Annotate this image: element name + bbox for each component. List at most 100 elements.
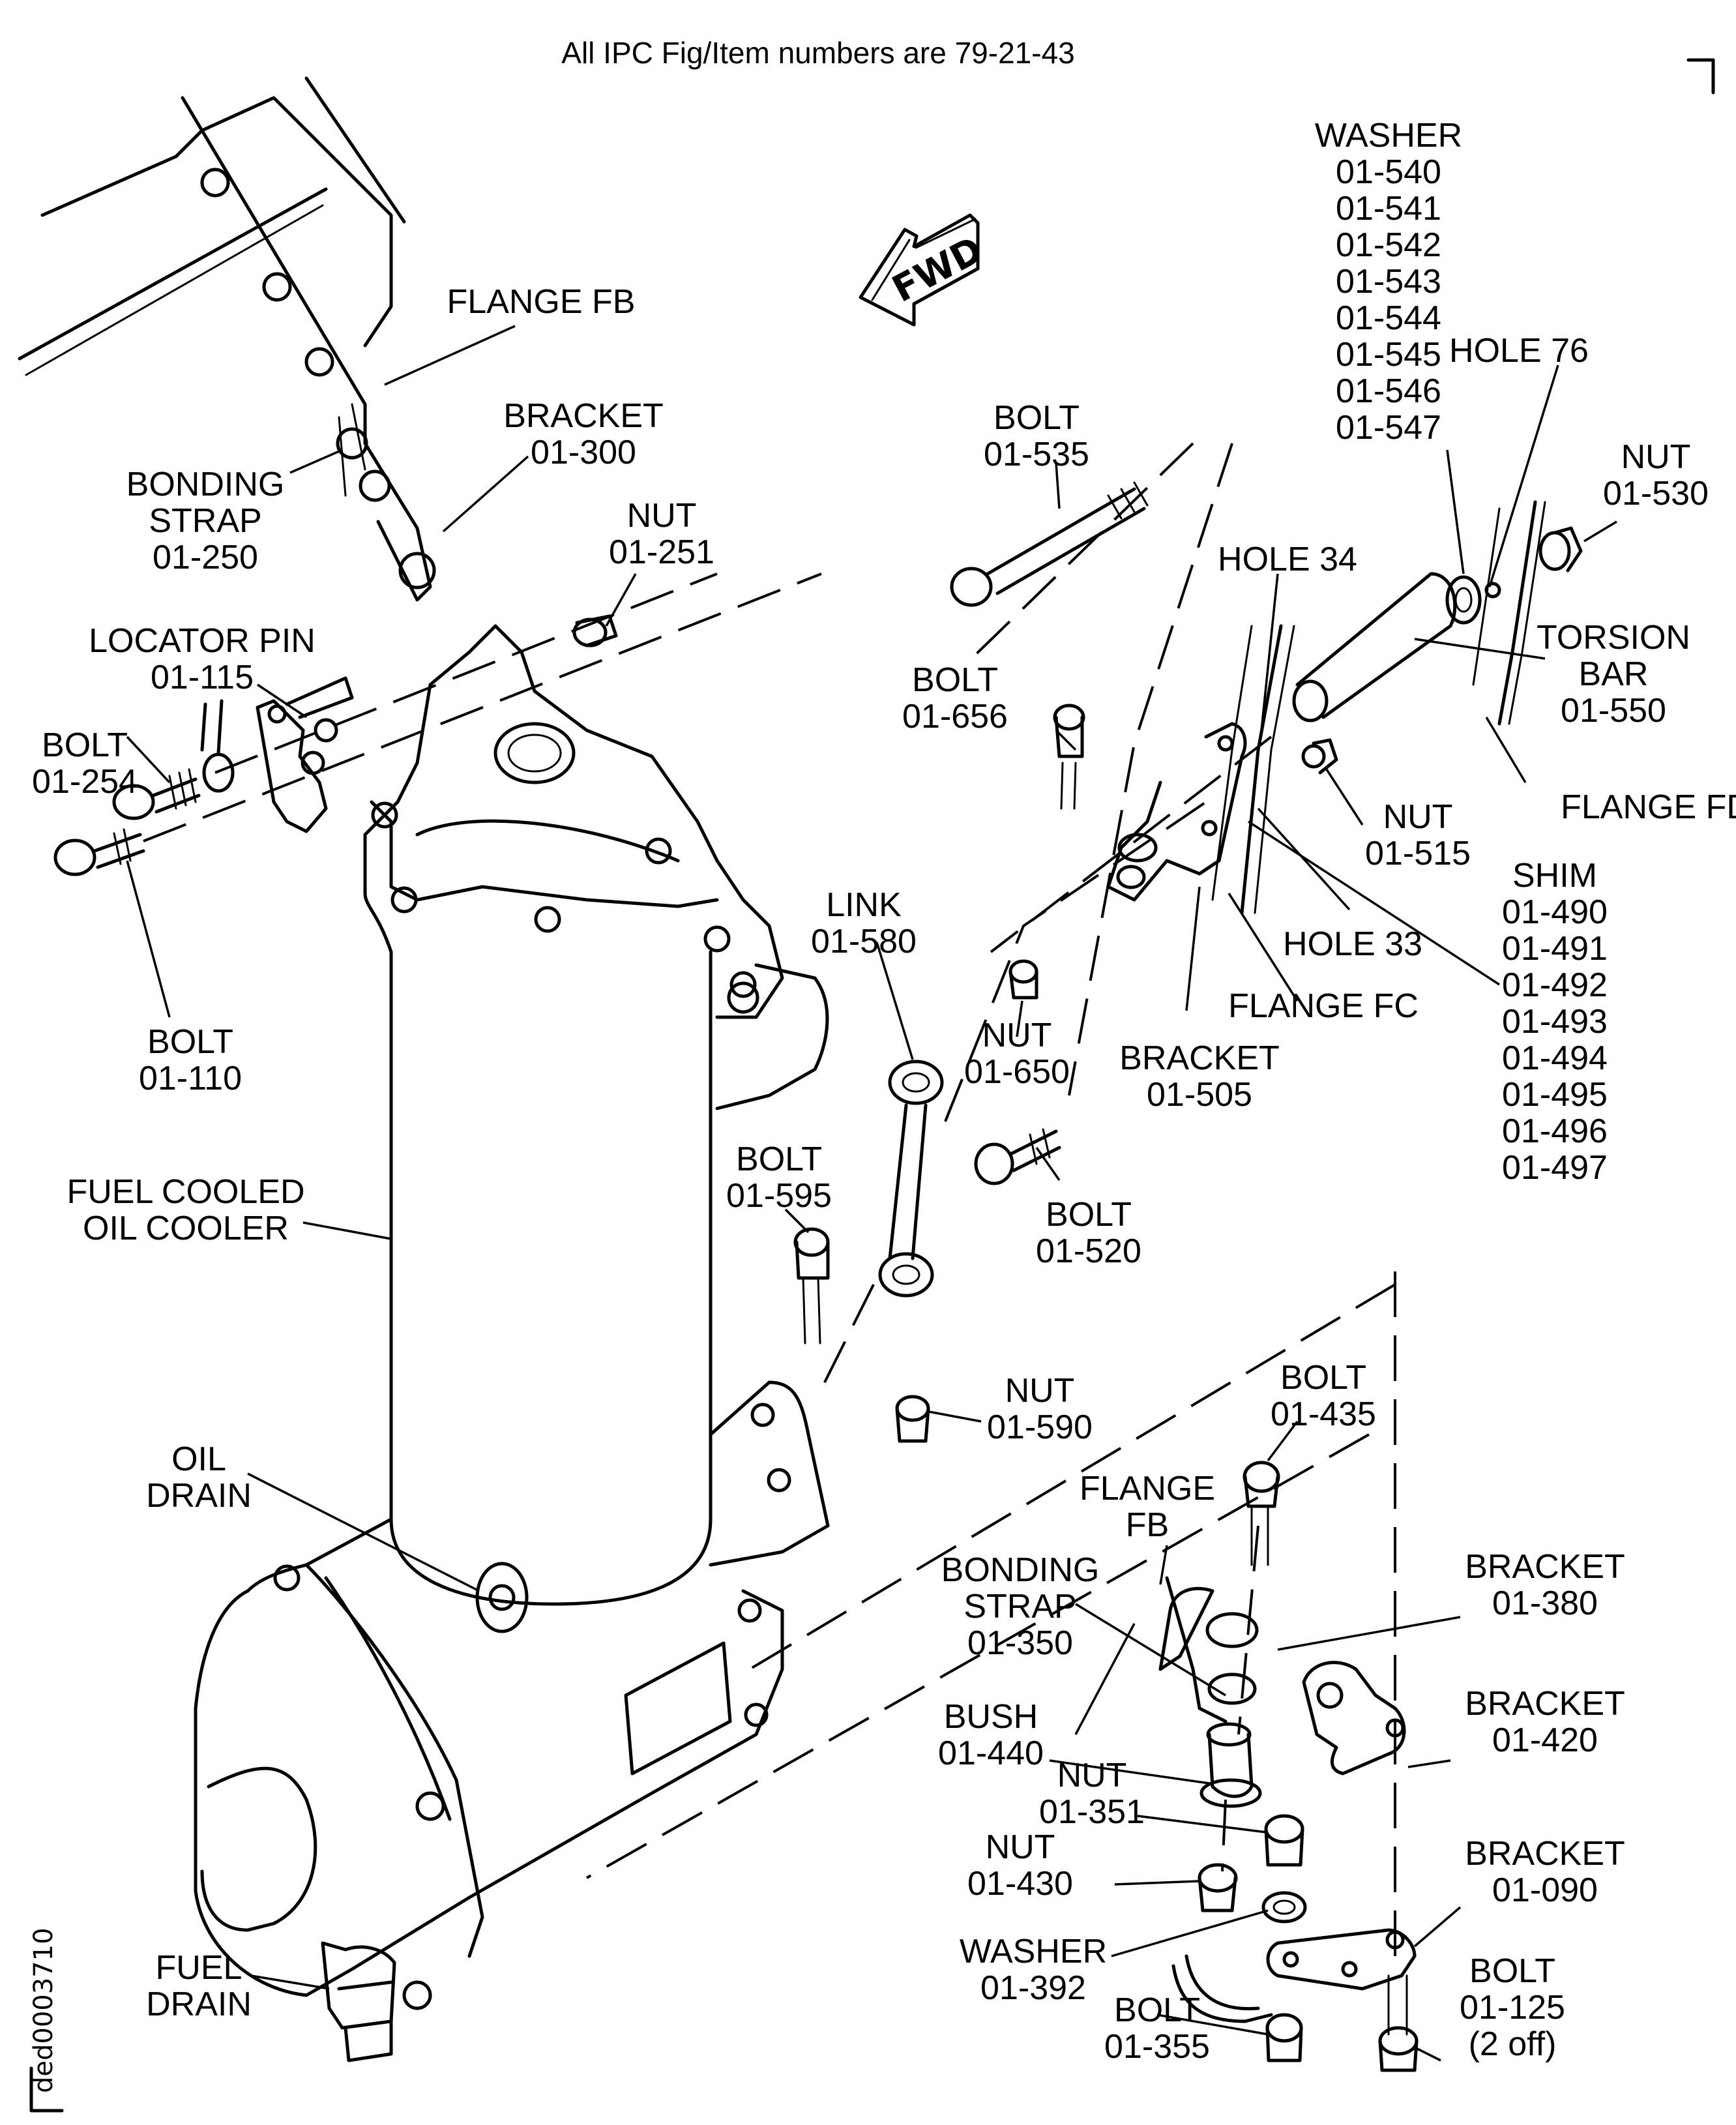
callout-item-number: 01-595: [726, 1177, 832, 1215]
callout-part-name: HOLE 34: [1218, 541, 1357, 578]
callout-item-number: 01-125: [1460, 1989, 1565, 2027]
callout-part-name: BOLT: [1046, 1196, 1132, 1234]
callout-item-number: 01-110: [139, 1060, 242, 1097]
callout-item-number: 01-542: [1336, 226, 1441, 264]
callout-item-number: OIL COOLER: [83, 1210, 289, 1247]
callout-part-name: TORSION: [1537, 619, 1690, 657]
callout-item-number: 01-430: [967, 1865, 1073, 1903]
callout-part-name: NUT: [1005, 1372, 1075, 1410]
callout-item-number: 01-497: [1502, 1149, 1608, 1187]
callout-part-name: BONDING: [126, 466, 285, 503]
bolt-520-part: [974, 1128, 1061, 1185]
callout-part-name: FLANGE FC: [1228, 987, 1419, 1025]
callout-item-number: 01-420: [1492, 1721, 1598, 1759]
callout-part-name: NUT: [986, 1828, 1055, 1866]
callout-item-number: DRAIN: [146, 1985, 252, 2023]
callout-item-number: 01-350: [967, 1624, 1073, 1662]
callout-item-number: 01-435: [1271, 1395, 1376, 1433]
callout-part-name: BRACKET: [1465, 1548, 1625, 1586]
callout-item-number: 01-250: [153, 539, 258, 576]
callout-item-number: 01-543: [1336, 263, 1441, 301]
callout-item-number: 01-493: [1502, 1003, 1608, 1041]
callout-part-name: BRACKET: [1119, 1039, 1280, 1077]
callout-item-number: DRAIN: [146, 1477, 252, 1515]
flange-structures: [1211, 500, 1546, 915]
callout-item-number: 01-496: [1502, 1112, 1608, 1150]
leader-lines: [126, 325, 1617, 2062]
callout-part-name: OIL: [171, 1440, 226, 1478]
torsion-bar-part: [1292, 526, 1583, 722]
callout-item-number: 01-540: [1336, 153, 1441, 191]
callout-item-number: 01-490: [1502, 893, 1608, 931]
callout-part-name: FLANGE: [1080, 1470, 1215, 1508]
callout-item-number: 01-505: [1147, 1076, 1252, 1114]
callout-part-name: WASHER: [1315, 117, 1462, 155]
callout-item-number: 01-495: [1502, 1076, 1608, 1114]
callout-item-number: 01-494: [1502, 1039, 1608, 1077]
bolt-656-part: [1053, 704, 1085, 810]
callout-part-name: BOLT: [993, 399, 1080, 437]
callout-part-name: HOLE 76: [1449, 332, 1589, 370]
bolt-535-part: [950, 481, 1149, 607]
callout-item-number: 01-530: [1603, 475, 1709, 513]
callout-item-number: 01-544: [1336, 299, 1441, 337]
bolt-254-part: [112, 699, 235, 820]
callout-flange-fc: FLANGE FC: [1228, 987, 1419, 1025]
nut-251-part: [572, 614, 618, 647]
callout-shim-490: SHIM01-49001-49101-49201-49301-49401-495…: [1502, 857, 1608, 1187]
callout-part-name: BUSH: [944, 1698, 1038, 1736]
callout-item-number: 01-491: [1502, 930, 1608, 968]
callout-part-name: LINK: [826, 886, 902, 924]
callout-item-number: 01-650: [964, 1053, 1070, 1091]
callout-item-number: 01-090: [1492, 1871, 1598, 1909]
diagram-header: All IPC Fig/Item numbers are 79-21-43: [561, 36, 1074, 70]
fwd-arrow-icon: FWD: [859, 213, 990, 327]
callout-flange-fd: FLANGE FD: [1561, 788, 1736, 826]
callout-item-number: STRAP: [964, 1588, 1076, 1626]
nut-590-part: [895, 1395, 930, 1443]
callout-hole-33: HOLE 33: [1283, 925, 1422, 963]
callout-part-name: FLANGE FD: [1561, 788, 1736, 826]
callout-item-number: 01-492: [1502, 966, 1608, 1004]
callout-item-number: 01-392: [980, 1969, 1086, 2007]
callout-item-number: 01-656: [902, 698, 1008, 736]
bracket-505-part: [1106, 722, 1338, 902]
callout-item-number: STRAP: [149, 502, 261, 540]
callout-part-name: BOLT: [147, 1023, 233, 1061]
callout-item-number: 01-351: [1039, 1793, 1145, 1831]
callout-item-number: FB: [1126, 1506, 1169, 1544]
callout-part-name: WASHER: [960, 1933, 1107, 1970]
callout-part-name: BONDING: [941, 1551, 1100, 1589]
callout-item-number: 01-440: [938, 1734, 1044, 1772]
callout-part-name: BOLT: [736, 1140, 822, 1178]
callout-item-number: 01-535: [984, 436, 1089, 473]
callout-flange-fb-top: FLANGE FB: [447, 283, 636, 321]
link-580-part: [878, 1060, 944, 1298]
callout-part-name: NUT: [1057, 1757, 1127, 1794]
callout-item-number: 01-547: [1336, 409, 1441, 447]
callout-item-number: 01-545: [1336, 336, 1441, 374]
callout-hole-34: HOLE 34: [1218, 541, 1357, 578]
callout-part-name: BOLT: [912, 661, 998, 699]
bolt-110-part: [53, 828, 145, 876]
airframe-structure: [18, 76, 436, 602]
callout-item-number: 01-251: [609, 533, 714, 571]
